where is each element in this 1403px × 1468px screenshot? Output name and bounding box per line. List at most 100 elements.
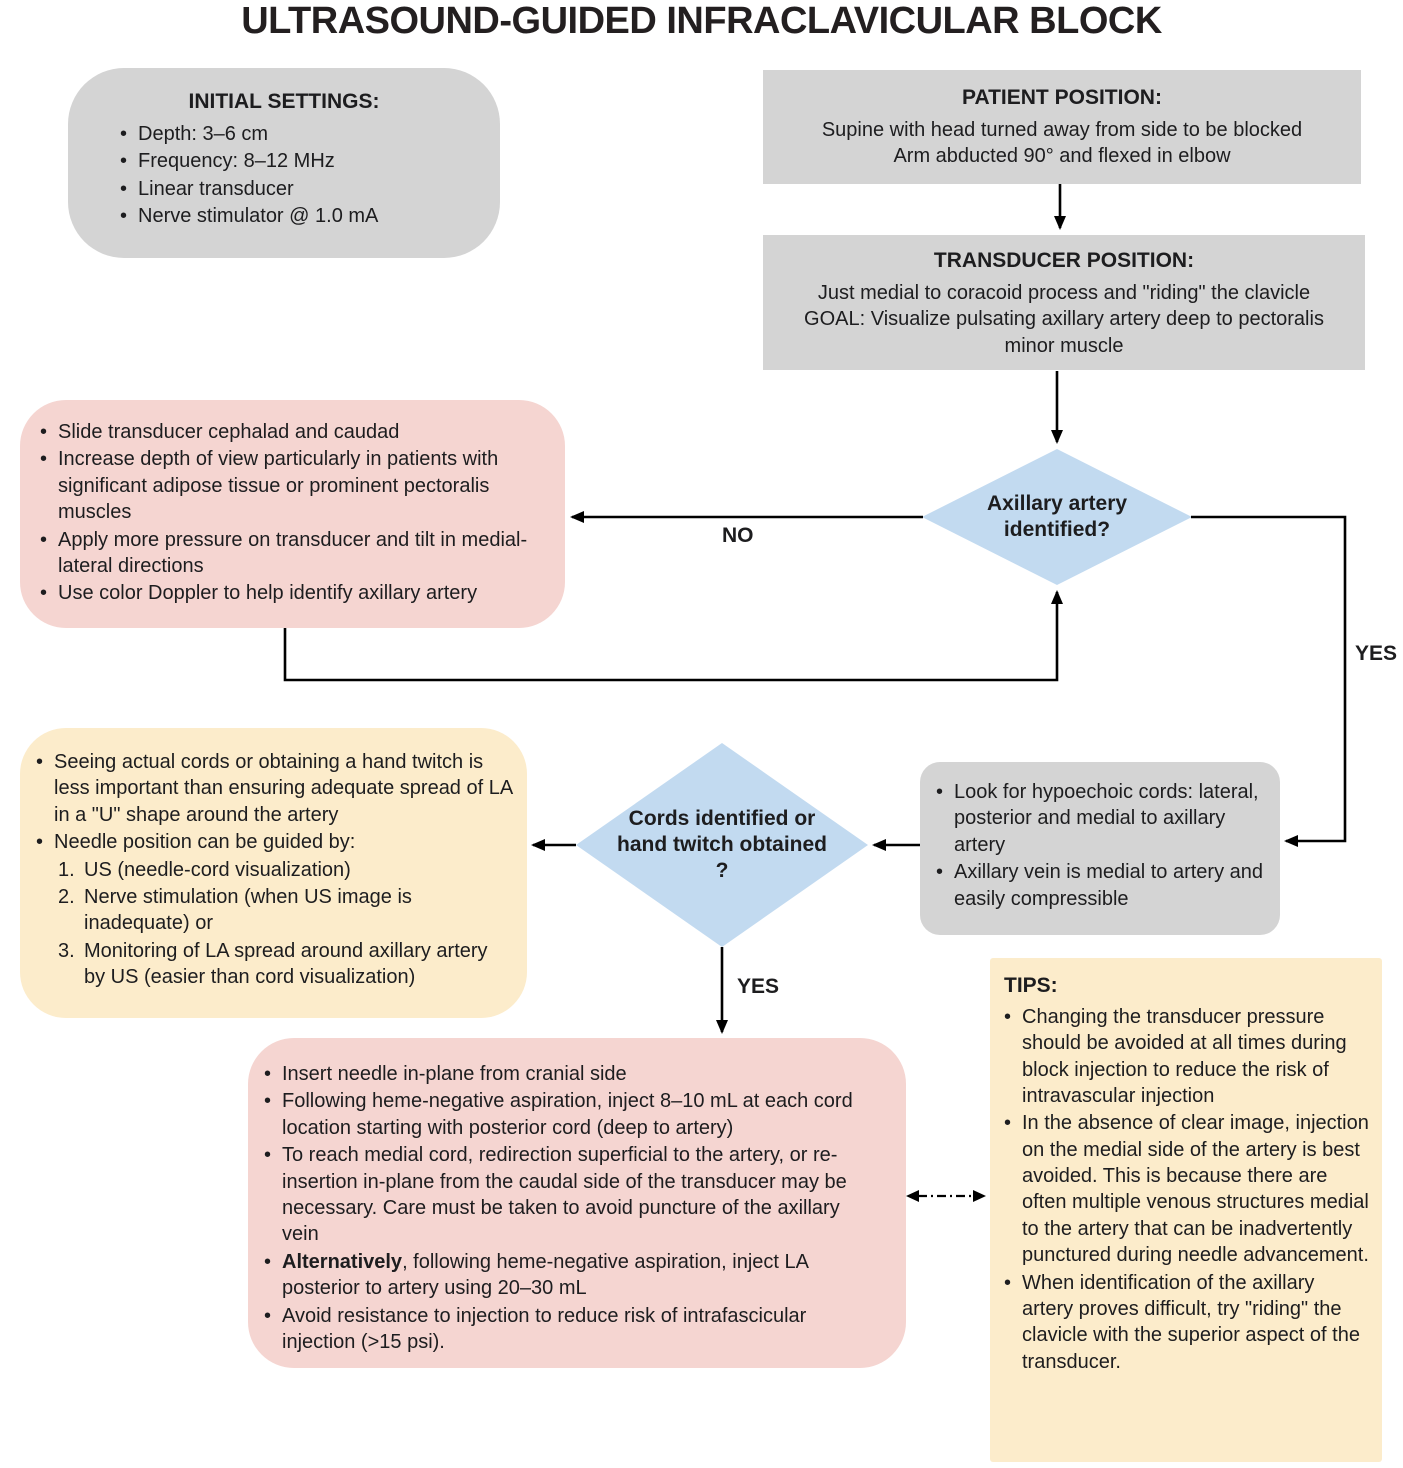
list-item: • Linear transducer xyxy=(120,176,476,202)
bullet-marker: • xyxy=(264,1144,272,1167)
axillary-artery-decision-label: Axillary artery identified? xyxy=(986,492,1128,542)
list-item-text: In the absence of clear image, injection… xyxy=(1022,1112,1369,1267)
number-marker: 1. xyxy=(58,858,75,881)
patient-position-box: PATIENT POSITION: Supine with head turne… xyxy=(763,70,1361,184)
cords-decision-label: Cords identified or hand twitch obtained… xyxy=(617,807,827,883)
list-item-text: When identification of the axillary arte… xyxy=(1022,1271,1360,1373)
list-item: • Axillary vein is medial to artery and … xyxy=(936,859,1268,912)
patient-position-line: Supine with head turned away from side t… xyxy=(821,118,1303,141)
list-item-text: Avoid resistance to injection to reduce … xyxy=(282,1304,807,1353)
transducer-position-box: TRANSDUCER POSITION: Just medial to cora… xyxy=(763,235,1365,370)
list-item: • Seeing actual cords or obtaining a han… xyxy=(36,749,513,828)
list-item-text: Look for hypoechoic cords: lateral, post… xyxy=(954,781,1259,856)
no-label: NO xyxy=(722,524,754,547)
list-item-text: Increase depth of view particularly in p… xyxy=(58,448,499,524)
yes-label-right: YES xyxy=(1355,642,1398,665)
patient-position-heading: PATIENT POSITION: xyxy=(962,86,1162,109)
transducer-position-line: GOAL: Visualize pulsating axillary arter… xyxy=(804,308,1324,357)
bullet-marker: • xyxy=(36,751,44,773)
list-item: • Look for hypoechoic cords: lateral, po… xyxy=(936,779,1268,858)
arrow-troubleshoot-feedback xyxy=(283,590,1063,682)
bullet-marker: • xyxy=(40,528,48,551)
number-marker: 2. xyxy=(58,885,75,908)
initial-settings-heading: INITIAL SETTINGS: xyxy=(188,90,380,113)
transducer-position-heading: TRANSDUCER POSITION: xyxy=(933,249,1195,272)
bullet-marker: • xyxy=(264,1250,272,1273)
bullet-marker: • xyxy=(120,204,128,227)
bullet-marker: • xyxy=(1004,1271,1012,1294)
bullet-marker: • xyxy=(40,448,48,471)
initial-settings-box: INITIAL SETTINGS: • Depth: 3–6 cm • Freq… xyxy=(68,68,500,258)
list-item-text: To reach medial cord, redirection superf… xyxy=(282,1144,847,1246)
list-item-text: US (needle-cord visualization) xyxy=(84,858,351,881)
list-item: 2. Nerve stimulation (when US image is i… xyxy=(58,884,513,937)
list-item-text: Axillary vein is medial to artery and ea… xyxy=(954,861,1264,910)
list-item: • Nerve stimulator @ 1.0 mA xyxy=(120,203,476,229)
bullet-marker: • xyxy=(1004,1112,1012,1135)
bullet-marker: • xyxy=(1004,1005,1012,1028)
cords-decision-diamond xyxy=(576,743,868,947)
list-item-text: Nerve stimulation (when US image is inad… xyxy=(84,885,412,935)
list-item: • Alternatively, following heme-negative… xyxy=(264,1249,880,1302)
list-item-text: Apply more pressure on transducer and ti… xyxy=(58,528,528,577)
dashed-link-right-arrowhead xyxy=(973,1190,986,1202)
list-item: • Needle position can be guided by: xyxy=(36,829,513,855)
list-item-rest-text: , following heme-negative aspiration, in… xyxy=(282,1250,808,1300)
list-item-text: Needle position can be guided by: xyxy=(54,831,356,854)
bullet-marker: • xyxy=(936,781,944,803)
list-item: • Following heme-negative aspiration, in… xyxy=(264,1088,880,1141)
page-title: ULTRASOUND-GUIDED INFRACLAVICULAR BLOCK xyxy=(241,0,1162,42)
bullet-marker: • xyxy=(36,831,44,854)
list-item: • In the absence of clear image, injecti… xyxy=(1004,1110,1370,1268)
axillary-artery-decision-diamond xyxy=(922,449,1192,585)
dashed-link-left-arrowhead xyxy=(906,1190,919,1202)
list-item-text: Depth: 3–6 cm xyxy=(138,122,269,145)
yes-label-down: YES xyxy=(737,975,780,998)
list-item-text: Slide transducer cephalad and caudad xyxy=(58,421,400,443)
tips-box: TIPS: • Changing the transducer pressure… xyxy=(990,958,1382,1462)
list-item-text: Use color Doppler to help identify axill… xyxy=(58,582,478,605)
list-item-text: Following heme-negative aspiration, inje… xyxy=(282,1090,853,1139)
list-item: • Insert needle in-plane from cranial si… xyxy=(264,1061,880,1087)
list-item: • When identification of the axillary ar… xyxy=(1004,1270,1370,1376)
list-item-text: Frequency: 8–12 MHz xyxy=(138,150,335,173)
bullet-marker: • xyxy=(40,421,48,443)
list-item: • Changing the transducer pressure shoul… xyxy=(1004,1004,1370,1110)
bullet-marker: • xyxy=(936,861,944,884)
arrow-yes-to-cords-box xyxy=(1191,515,1347,847)
list-item-text: Linear transducer xyxy=(138,177,294,200)
hypoechoic-cords-box: • Look for hypoechoic cords: lateral, po… xyxy=(920,762,1280,935)
list-item: 3. Monitoring of LA spread around axilla… xyxy=(58,938,513,991)
list-item-text: Seeing actual cords or obtaining a hand … xyxy=(54,751,513,826)
bullet-marker: • xyxy=(120,177,128,200)
list-item-text: Monitoring of LA spread around axillary … xyxy=(84,939,488,989)
transducer-position-line: Just medial to coracoid process and "rid… xyxy=(817,281,1311,304)
injection-technique-box: • Insert needle in-plane from cranial si… xyxy=(248,1038,906,1368)
troubleshooting-box: • Slide transducer cephalad and caudad •… xyxy=(20,400,565,628)
tips-heading: TIPS: xyxy=(1004,974,1058,997)
number-marker: 3. xyxy=(58,939,75,962)
bullet-marker: • xyxy=(120,150,128,173)
bullet-marker: • xyxy=(264,1063,272,1085)
list-item-bold-text: Alternatively xyxy=(282,1250,403,1273)
list-item: • Depth: 3–6 cm xyxy=(120,121,476,147)
bullet-marker: • xyxy=(40,582,48,605)
patient-position-line: Arm abducted 90° and flexed in elbow xyxy=(893,145,1231,168)
list-item: • Apply more pressure on transducer and … xyxy=(40,527,549,580)
bullet-marker: • xyxy=(264,1304,272,1327)
list-item: • Frequency: 8–12 MHz xyxy=(120,148,476,174)
list-item-text: Nerve stimulator @ 1.0 mA xyxy=(138,204,379,227)
list-item-text: Insert needle in-plane from cranial side xyxy=(282,1063,627,1085)
list-item: • Avoid resistance to injection to reduc… xyxy=(264,1303,880,1356)
list-item-text: Alternatively, following heme-negative a… xyxy=(282,1249,880,1302)
list-item: • Increase depth of view particularly in… xyxy=(40,446,549,525)
list-item-text: Changing the transducer pressure should … xyxy=(1022,1005,1347,1107)
list-item: • To reach medial cord, redirection supe… xyxy=(264,1142,880,1248)
bullet-marker: • xyxy=(264,1090,272,1113)
list-item: 1. US (needle-cord visualization) xyxy=(58,857,513,883)
list-item: • Use color Doppler to help identify axi… xyxy=(40,580,549,606)
bullet-marker: • xyxy=(120,122,128,145)
needle-guidance-box: • Seeing actual cords or obtaining a han… xyxy=(20,728,527,1018)
